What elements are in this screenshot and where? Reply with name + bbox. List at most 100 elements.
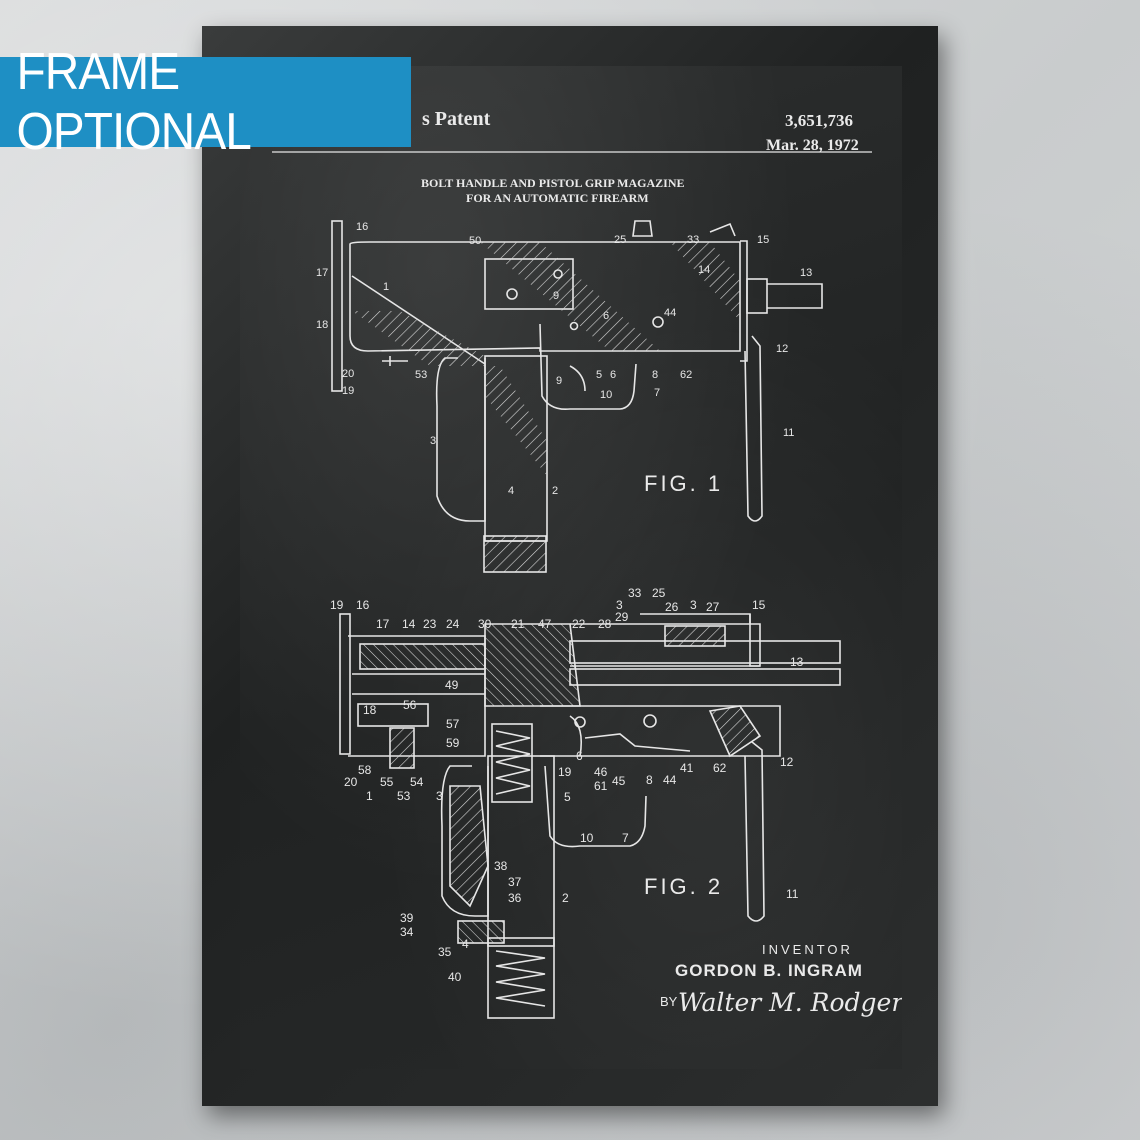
fig1-label-18: 18 <box>316 319 328 331</box>
fig2-label-1: 1 <box>366 789 373 803</box>
fig1-label-15: 15 <box>757 234 769 246</box>
part-numbers: 16 17 18 20 19 1 50 9 6 44 25 33 15 14 1… <box>316 221 812 984</box>
patent-title-line2: FOR AN AUTOMATIC FIREARM <box>466 191 649 205</box>
fig1-label-9: 9 <box>553 290 559 302</box>
fig2-label-45: 45 <box>612 774 626 788</box>
fig1-label-3: 3 <box>430 435 436 447</box>
fig2-label-46: 46 <box>594 765 608 779</box>
fig1-label-6b: 6 <box>610 369 616 381</box>
fig1-label-9b: 9 <box>556 375 562 387</box>
patent-title-line1: BOLT HANDLE AND PISTOL GRIP MAGAZINE <box>421 176 685 190</box>
patent-date: Mar. 28, 1972 <box>766 137 859 154</box>
fig2-label-54: 54 <box>410 775 424 789</box>
fig2-label-7: 7 <box>622 831 629 845</box>
fig2-label-49: 49 <box>445 678 459 692</box>
patent-drawings: 16 17 18 20 19 1 50 9 6 44 25 33 15 14 1… <box>272 151 872 1019</box>
fig2-label-17: 17 <box>376 617 390 631</box>
fig2-label-57: 57 <box>446 717 460 731</box>
inventor-label: INVENTOR <box>762 942 853 957</box>
fig2-label-36: 36 <box>508 891 522 905</box>
fig2-label-4: 4 <box>462 937 469 951</box>
patent-header: s Patent <box>422 108 491 130</box>
fig1-label-50: 50 <box>469 235 481 247</box>
fig2-label-5: 5 <box>564 790 571 804</box>
fig1-label-8: 8 <box>652 369 658 381</box>
fig1-label-20: 20 <box>342 368 354 380</box>
fig2-label-22: 22 <box>572 617 586 631</box>
fig1-label-12: 12 <box>776 343 788 355</box>
fig1-label-2: 2 <box>552 485 558 497</box>
fig2-label-28: 28 <box>598 617 612 631</box>
fig2-label-20: 20 <box>344 775 358 789</box>
fig1-drawing <box>331 220 823 573</box>
fig2-label-13: 13 <box>790 655 804 669</box>
chalkboard-patent-print: s Patent 3,651,736 Mar. 28, 1972 BOLT HA… <box>240 66 902 1069</box>
fig1-label-19: 19 <box>342 385 354 397</box>
attorney-by: BY <box>660 994 678 1009</box>
fig2-label-27: 27 <box>706 600 720 614</box>
fig2-label-8: 8 <box>646 773 653 787</box>
fig2-label-55: 55 <box>380 775 394 789</box>
fig1-label-33: 33 <box>687 234 699 246</box>
fig2-label-41: 41 <box>680 761 694 775</box>
fig1-label-11: 11 <box>783 427 794 439</box>
fig2-label-16: 16 <box>356 598 370 612</box>
fig2-label-38: 38 <box>494 859 508 873</box>
fig2-label-21: 21 <box>511 617 525 631</box>
fig2-label-39: 39 <box>400 911 414 925</box>
fig2-label-29: 29 <box>615 610 629 624</box>
attorney-signature: Walter M. Rodgers <box>678 988 902 1017</box>
fig2-label-15: 15 <box>752 598 766 612</box>
fig2-label-18: 18 <box>363 703 377 717</box>
fig2-label-37: 37 <box>508 875 522 889</box>
fig2-label-47: 47 <box>538 617 552 631</box>
fig2-label-25: 25 <box>652 586 666 600</box>
fig2-label-56: 56 <box>403 698 417 712</box>
fig1-label-14: 14 <box>698 264 710 276</box>
fig1-label-4: 4 <box>508 485 514 497</box>
fig2-label-58: 58 <box>358 763 372 777</box>
fig2-label-14: 14 <box>402 617 416 631</box>
fig2-label-23: 23 <box>423 617 437 631</box>
fig2-caption: FIG. 2 <box>644 874 724 899</box>
fig1-label-53: 53 <box>415 369 427 381</box>
fig2-label-53: 53 <box>397 789 411 803</box>
fig2-label-24: 24 <box>446 617 460 631</box>
fig2-label-19b: 19 <box>558 765 572 779</box>
fig1-label-13: 13 <box>800 267 812 279</box>
fig1-label-16: 16 <box>356 221 368 233</box>
fig1-label-1: 1 <box>383 281 389 293</box>
fig2-label-61: 61 <box>594 779 608 793</box>
fig1-caption: FIG. 1 <box>644 471 724 496</box>
fig2-label-40: 40 <box>448 970 462 984</box>
fig2-label-2: 2 <box>562 891 569 905</box>
fig1-label-62: 62 <box>680 369 692 381</box>
fig2-label-30: 30 <box>478 617 492 631</box>
fig2-label-26: 26 <box>665 600 679 614</box>
fig2-drawing <box>339 613 841 1019</box>
fig2-label-35: 35 <box>438 945 452 959</box>
fig1-label-10: 10 <box>600 389 612 401</box>
fig1-label-25: 25 <box>614 234 626 246</box>
fig2-label-3b: 3 <box>690 598 697 612</box>
fig2-label-6: 6 <box>576 749 583 763</box>
fig2-label-62: 62 <box>713 761 727 775</box>
fig2-label-34: 34 <box>400 925 414 939</box>
inventor-name: GORDON B. INGRAM <box>675 961 863 980</box>
patent-number: 3,651,736 <box>785 111 853 130</box>
frame-optional-banner: FRAME OPTIONAL <box>0 43 411 161</box>
fig1-label-7: 7 <box>654 387 660 399</box>
fig2-label-44: 44 <box>663 773 677 787</box>
fig2-label-19: 19 <box>330 598 344 612</box>
fig2-label-10: 10 <box>580 831 594 845</box>
fig1-label-6: 6 <box>603 310 609 322</box>
fig2-label-33: 33 <box>628 586 642 600</box>
fig2-label-59: 59 <box>446 736 460 750</box>
frame-optional-label: FRAME OPTIONAL <box>16 43 251 161</box>
fig1-label-5: 5 <box>596 369 602 381</box>
fig2-label-3c: 3 <box>436 789 443 803</box>
fig2-label-3: 3 <box>616 598 623 612</box>
fig2-label-12: 12 <box>780 755 794 769</box>
fig2-label-11: 11 <box>786 887 799 901</box>
fig1-label-44: 44 <box>664 307 676 319</box>
